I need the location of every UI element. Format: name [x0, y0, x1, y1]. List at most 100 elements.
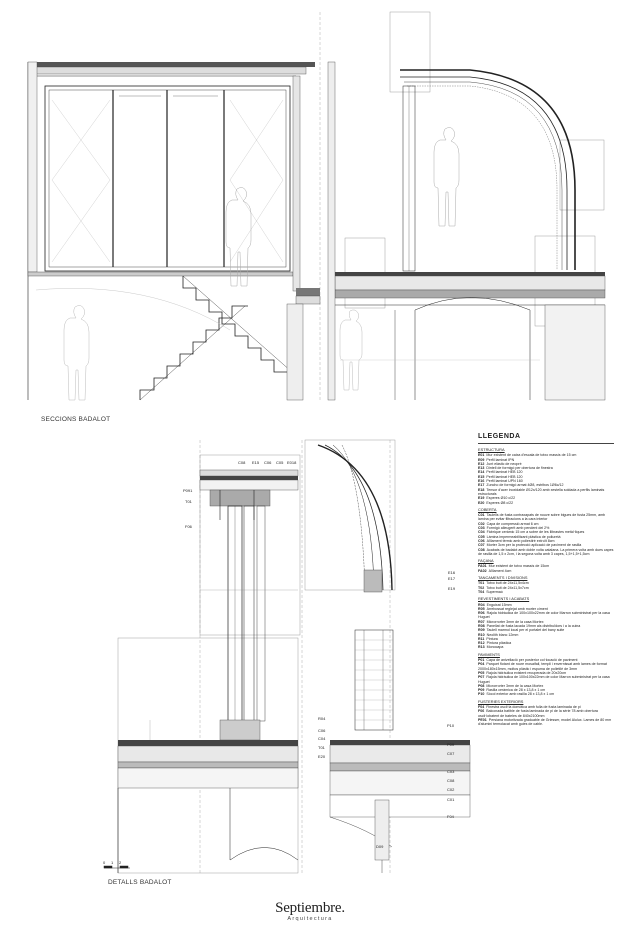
legend-item-text: Junt elàstic de neoprè	[486, 461, 522, 466]
detail-vault-drawing	[304, 439, 471, 873]
legend-item-text: Capa de anivellació per posterior col·lo…	[486, 658, 578, 663]
legend-item-code: E15	[478, 474, 485, 479]
legend-item-code: FA01	[478, 564, 487, 569]
legend-item-code: P07	[478, 675, 485, 680]
legend-item-text: Balconada batible de fusta laminada de p…	[478, 709, 598, 718]
legend-item-code: FA02	[478, 568, 487, 573]
legend-item-code: P08	[478, 683, 485, 688]
legend-item-code: C01	[478, 513, 485, 518]
legend-item-code: T04	[478, 589, 485, 594]
legend-item-code: E13	[478, 466, 485, 471]
legend-item-code: E01	[478, 453, 485, 458]
legend-section-heading: ESTRUCTURA	[478, 447, 505, 452]
legend-section-heading: TANCAMENTS I DIVISIONS	[478, 575, 528, 581]
legend-item-text: Rasilla ceràmica de 28 x 13,8 x 1 cm	[486, 688, 546, 693]
legend-item-text: Persiana motoritzada graduable de Griess…	[478, 717, 612, 727]
legend-item-text: Rajola hidràulica existent recuperada de…	[486, 670, 567, 675]
legend-item-text: Esperes Ø8 c/22	[486, 500, 514, 505]
legend-item-text: Esperes Ø10 c/22	[486, 496, 516, 501]
legend-item-text: Microrrorter 3mm de la casa Mortex	[486, 683, 544, 688]
legend-item-text: Taulells de fusta contraxapats de nouve …	[478, 513, 606, 522]
legend-item-text: Tensor d'acer inoxidable Ø12x/120 amb xe…	[478, 487, 605, 496]
legend-item-text: Sòcol exterior amb rasilla 28 x 13,8 x 1…	[486, 692, 555, 697]
legend-item-text: Mur existent de totxo massís de 15cm	[488, 564, 550, 569]
legend-item-text: Perfil laminat IPN	[486, 457, 515, 462]
legend-item-code: T02	[478, 585, 485, 590]
legend-item-code: R11	[478, 636, 485, 641]
legend-item-code: C06	[478, 538, 485, 543]
legend-item-text: Morter 3cm per la protecció aplicació de…	[486, 543, 582, 548]
legend-section-heading: PAVIMENTS	[478, 651, 500, 657]
legend-item-code: E09	[478, 457, 485, 462]
legend-item-text: Fàbrique ceràmic 15 cm a sobre de les ll…	[486, 530, 585, 535]
legend-item-code: P10	[478, 692, 485, 697]
legend-item-code: R07	[478, 619, 485, 624]
legend-item-code: E18	[478, 487, 485, 492]
legend-item-code: E20	[478, 500, 485, 505]
legend-item-code: P04	[478, 662, 485, 667]
legend-item-code: C04	[478, 530, 485, 535]
section-vault-drawing	[327, 11, 606, 401]
legend-item-text: Perfil laminat HEB 120	[486, 470, 523, 475]
legend-item-code: C02	[478, 521, 485, 526]
legend-item-text: Totxo buit de 24x11,5x7cm	[486, 585, 529, 590]
legend-item-code: E14	[478, 470, 485, 475]
legend-item-code: R10	[478, 632, 485, 637]
legend-item-code: R12	[478, 641, 485, 646]
legend-item-text: Rajola hidràulica de 100x100x22mm de col…	[478, 611, 610, 620]
legend-section-heading: COBERTA	[478, 506, 497, 512]
legend-item-code: E16	[478, 479, 485, 484]
legend-item-code: R05	[478, 606, 485, 611]
legend-item-text: Panellat de fusta lacada 19mm als distri…	[486, 623, 581, 628]
legend-item-text: Perfil laminat HEB 120	[486, 474, 523, 479]
legend-item-text: Làmina impermeabilitzant plàstica de pol…	[486, 534, 561, 539]
legend-item-code: F06	[478, 709, 485, 714]
legend-item-code: E17	[478, 483, 485, 488]
legend-item-code: PE01	[478, 717, 487, 722]
legend-item-code: R08	[478, 623, 485, 628]
legend-item-code: C07	[478, 543, 485, 548]
legend-item-code: R13	[478, 645, 485, 650]
legend-item-text: Arrebossat reglejat amb morter ciment	[486, 606, 548, 611]
legend-item-text: Zuncho de formigó armat 4Ø8, estribos 1Ø…	[486, 483, 564, 488]
legend-item-code: E19	[478, 496, 485, 501]
detail-window-drawing	[117, 454, 301, 874]
logo-name: Septiembre.	[275, 900, 345, 916]
legend-item-code: R09	[478, 628, 485, 633]
legend-item-text: Parquet flotant de roure mosaifali, temp…	[478, 662, 607, 671]
